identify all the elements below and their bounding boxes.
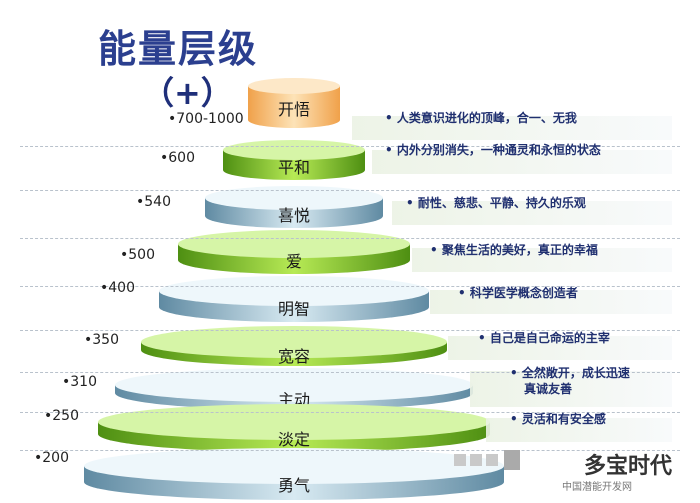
tier-top	[159, 276, 429, 306]
desc-background	[448, 336, 672, 360]
watermark-logo-icon	[486, 454, 498, 466]
guide-line	[20, 450, 680, 451]
guide-line	[20, 372, 680, 373]
level-description: • 耐性、慈悲、平静、持久的乐观	[406, 196, 586, 210]
tier-label: 爱	[286, 252, 302, 271]
level-description: • 灵活和有安全感	[510, 412, 606, 426]
level-description: • 聚焦生活的美好，真正的幸福	[430, 243, 598, 257]
level-description: • 自己是自己命运的主宰	[478, 331, 610, 345]
watermark-logo-icon	[504, 450, 520, 470]
desc-background	[392, 201, 672, 225]
tier-top	[223, 140, 365, 160]
pyramid-tier: 爱	[178, 230, 410, 274]
watermark-logo-icon	[470, 454, 482, 466]
level-description: 真诚友善	[524, 382, 573, 396]
level-value: •310	[62, 374, 97, 390]
level-value: •600	[160, 150, 195, 166]
tier-label: 宽容	[278, 347, 310, 366]
level-value: •500	[120, 247, 155, 263]
watermark-subtext: 中国潜能开发网	[562, 482, 632, 493]
tier-top	[205, 186, 383, 210]
diagram-subtitle: （+）	[142, 74, 233, 112]
guide-line	[20, 330, 680, 331]
guide-line	[20, 190, 680, 191]
level-value: •540	[136, 194, 171, 210]
tier-label: 开悟	[278, 100, 310, 119]
tier-label: 明智	[278, 300, 310, 319]
watermark: 多宝时代 中国潜能开发网	[440, 442, 690, 493]
guide-line	[20, 238, 680, 239]
desc-background	[430, 290, 672, 314]
pyramid-tier: 开悟	[248, 78, 340, 128]
level-description: • 全然敞开，成长迅速	[510, 366, 630, 380]
tier-top	[141, 326, 447, 358]
pyramid-tier: 主动	[115, 368, 473, 410]
pyramid-tier: 平和	[223, 140, 365, 180]
level-value: •700-1000	[168, 111, 244, 127]
level-value: •350	[84, 332, 119, 348]
pyramid-tier: 明智	[159, 276, 429, 322]
tier-label: 平和	[278, 158, 310, 177]
pyramid-tier: 勇气	[84, 448, 504, 500]
desc-background	[486, 418, 672, 442]
desc-background	[372, 150, 672, 174]
desc-background	[470, 371, 672, 407]
tier-label: 淡定	[278, 430, 310, 449]
tier-top	[178, 230, 410, 258]
level-value: •250	[44, 408, 79, 424]
diagram-title: 能量层级	[98, 27, 259, 71]
desc-background	[412, 248, 672, 272]
pyramid-tier: 宽容	[141, 326, 447, 366]
desc-background	[352, 116, 672, 140]
level-value: •400	[100, 280, 135, 296]
tier-label: 喜悦	[278, 206, 310, 225]
level-value: •200	[34, 450, 69, 466]
guide-line	[20, 146, 680, 147]
pyramid-tier: 喜悦	[205, 186, 383, 228]
tier-top	[84, 448, 504, 484]
level-description: • 内外分别消失，一种通灵和永恒的状态	[385, 143, 601, 157]
level-description: • 人类意识进化的顶峰，合一、无我	[385, 111, 577, 125]
tier-top	[115, 368, 473, 402]
tier-label: 勇气	[278, 476, 310, 495]
tier-body	[248, 86, 340, 128]
level-description: • 科学医学概念创造者	[458, 286, 578, 300]
tier-top	[98, 404, 490, 440]
watermark-text: 多宝时代	[584, 454, 673, 479]
guide-line	[20, 412, 680, 413]
pyramid-tier: 淡定	[98, 404, 490, 452]
tier-top	[248, 78, 340, 94]
watermark-logo-icon	[454, 454, 466, 466]
guide-line	[20, 286, 680, 287]
